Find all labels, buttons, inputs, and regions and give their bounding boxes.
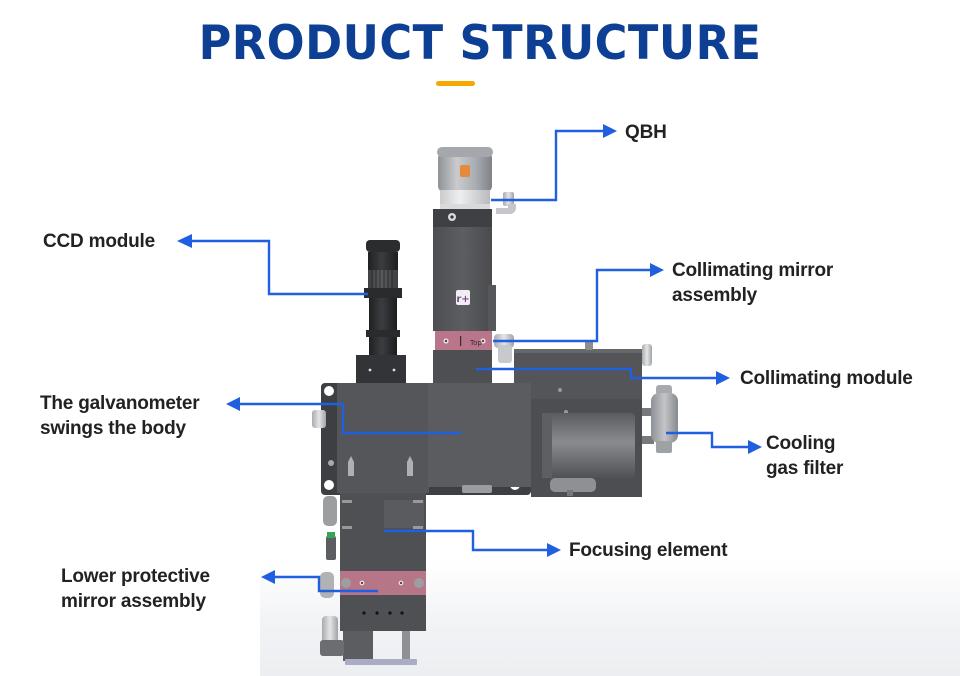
callout-line-galvanometer [240, 402, 461, 435]
label-galvanometer: The galvanometer swings the body [40, 391, 200, 441]
lower-protective-plate [320, 571, 426, 598]
ccd-lens [356, 240, 406, 385]
label-cooling-gas-filter: Cooling gas filter [766, 431, 843, 481]
arrow-head-galvanometer [226, 397, 240, 411]
callout-line-collimating-module [476, 367, 716, 380]
laser-head-illustration: r+ Top [312, 147, 678, 665]
label-collimating-mirror-line-1: Collimating mirror [672, 260, 834, 281]
label-focusing-element: Focusing element [569, 538, 728, 563]
label-cooling-line-2: gas filter [766, 458, 844, 479]
label-collimating-mirror: Collimating mirror assembly [672, 258, 833, 308]
label-qbh-line-1: QBH [625, 122, 667, 143]
upper-body: r+ Top [433, 209, 514, 388]
cooling-filter [642, 385, 678, 453]
nozzle-assembly [320, 595, 426, 665]
brand-badge: r+ [456, 294, 469, 305]
label-qbh: QBH [625, 120, 667, 145]
arrow-head-cooling-filter [748, 440, 762, 454]
label-collimating-module: Collimating module [740, 366, 913, 391]
label-focusing-line-1: Focusing element [569, 540, 728, 561]
galvanometer-body [312, 383, 531, 495]
callout-line-cooling-filter [666, 431, 748, 449]
label-lower-protective-line-2: mirror assembly [61, 591, 206, 612]
label-ccd-module: CCD module [43, 229, 155, 254]
arrow-head-ccd [177, 234, 192, 248]
collimating-module-box [514, 340, 652, 399]
arrow-head-lower-protective [261, 570, 275, 584]
label-collimating-mirror-line-2: assembly [672, 285, 758, 306]
label-cooling-line-1: Cooling [766, 433, 836, 454]
callout-line-qbh [491, 129, 603, 202]
arrow-head-qbh [603, 124, 617, 138]
label-lower-protective-mirror: Lower protective mirror assembly [61, 564, 210, 614]
label-collimating-module-line-1: Collimating module [740, 368, 913, 389]
qbh-connector [437, 147, 516, 214]
label-galvanometer-line-1: The galvanometer [40, 393, 200, 414]
callouts [177, 124, 762, 593]
label-galvanometer-line-2: swings the body [40, 418, 186, 439]
callout-line-lower-protective [275, 575, 378, 593]
arrow-head-collimating-mirror [650, 263, 664, 277]
plate-label: Top [469, 339, 482, 347]
callout-line-ccd [192, 239, 368, 296]
title-underline [436, 81, 475, 86]
arrow-head-collimating-module [716, 371, 730, 385]
arrow-head-focusing [547, 543, 561, 557]
callout-line-collimating-mirror [493, 268, 650, 343]
callout-line-focusing [384, 529, 547, 552]
collimating-module-lower [531, 388, 642, 497]
label-lower-protective-line-1: Lower protective [61, 566, 210, 587]
page-title: PRODUCT STRUCTURE [198, 16, 762, 71]
label-ccd-line-1: CCD module [43, 231, 156, 252]
